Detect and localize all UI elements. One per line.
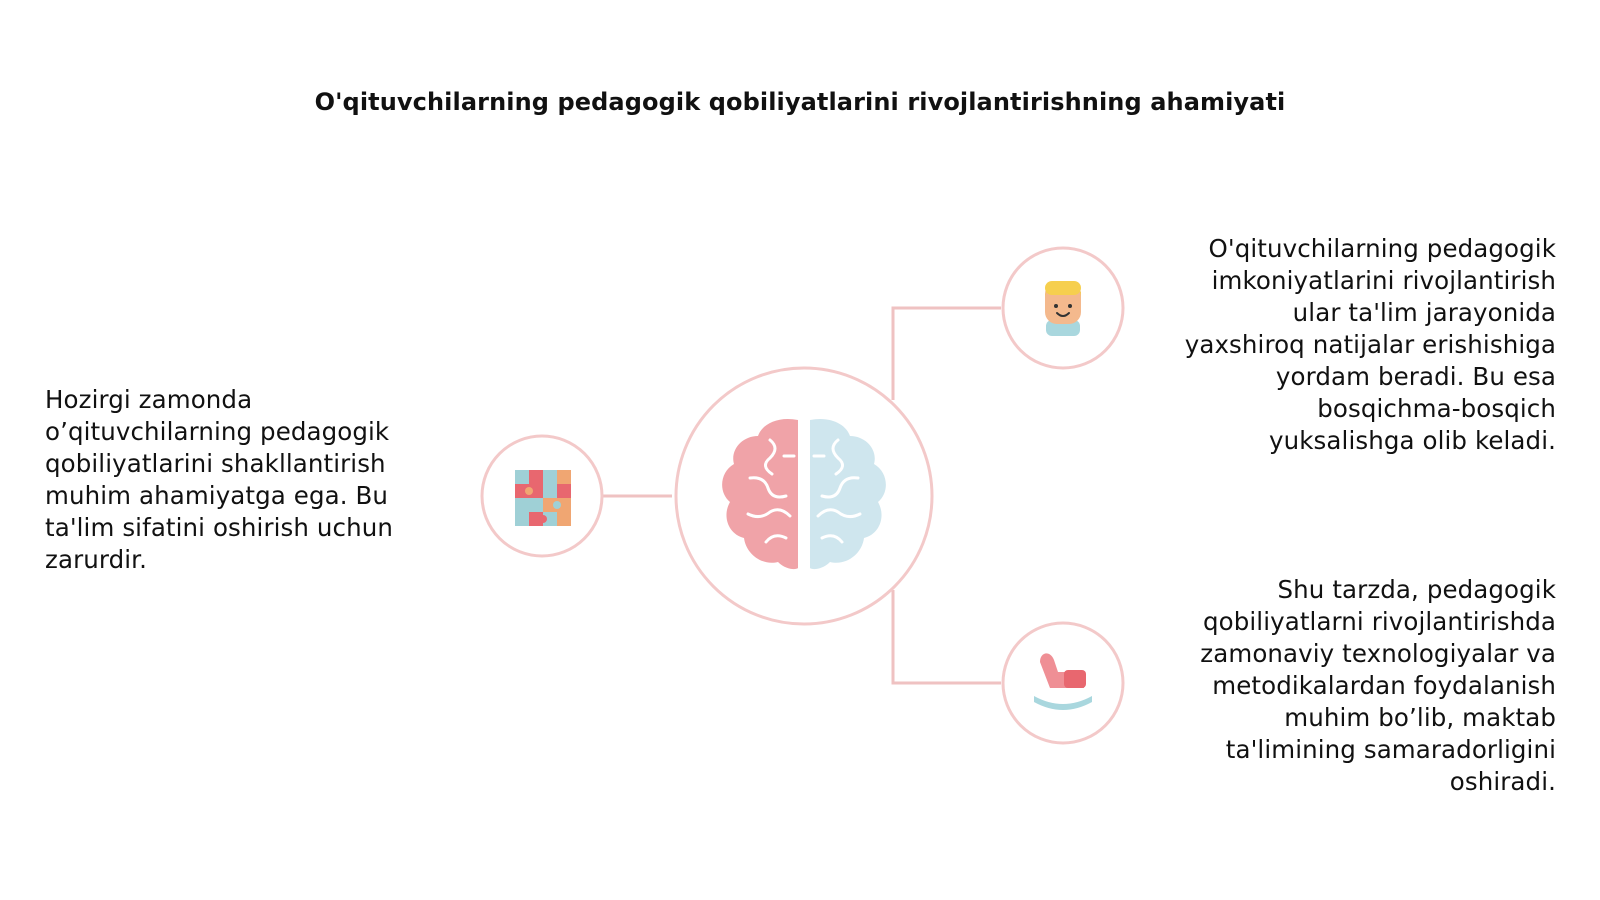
page-title: O'qituvchilarning pedagogik qobiliyatlar… xyxy=(314,88,1286,116)
connector-right-top xyxy=(891,306,1001,400)
puzzle-icon xyxy=(515,470,571,526)
right-bottom-text: Shu tarzda, pedagogik qobiliyatlarni riv… xyxy=(1200,575,1556,796)
brain-icon xyxy=(722,418,886,570)
right-top-text: O'qituvchilarning pedagogik imkoniyatlar… xyxy=(1184,234,1556,455)
left-text: Hozirgi zamonda o’qituvchilarning pedago… xyxy=(45,385,393,574)
connector-right-bottom xyxy=(891,590,1001,685)
rocking-horse-icon xyxy=(1034,653,1092,710)
center-circle xyxy=(674,366,934,626)
child-face-icon xyxy=(1045,281,1081,336)
